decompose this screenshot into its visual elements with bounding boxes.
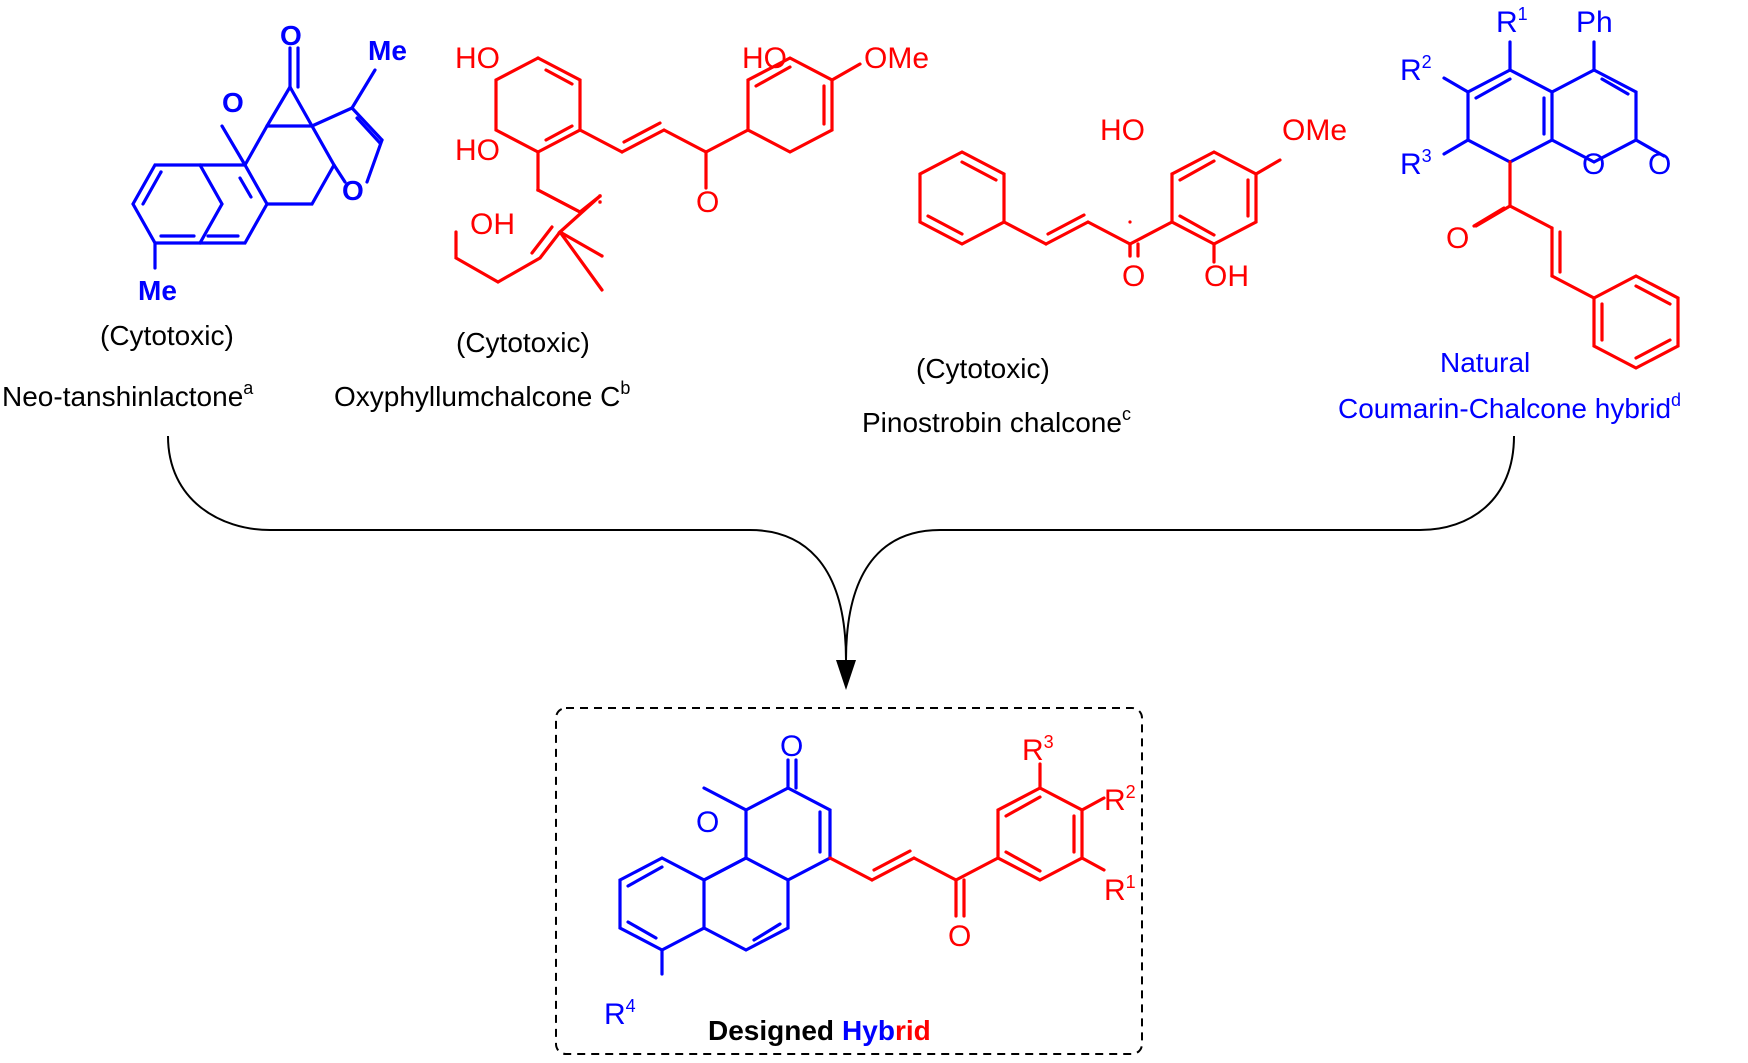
c2-activity: (Cytotoxic): [456, 327, 590, 358]
compound-neo-tanshinlactone: [131, 46, 384, 270]
c2-ho-top: HO: [455, 42, 500, 75]
c3-ketone-o: O: [1122, 260, 1145, 293]
arrow-head: [836, 660, 856, 690]
c4-r3: R3: [1400, 146, 1432, 181]
hybrid-r4: R4: [604, 996, 636, 1031]
compound-oxyphyllumchalcone: [494, 56, 862, 214]
c3-ome: OMe: [1282, 114, 1347, 147]
c2-ho-right: HO: [742, 42, 787, 75]
c1-activity: (Cytotoxic): [100, 320, 234, 351]
c2-oh-chain: OH: [470, 208, 515, 241]
hybrid-lactone-o: O: [780, 730, 803, 763]
c4-ph: Ph: [1576, 6, 1613, 39]
c3-name: Pinostrobin chalconec: [862, 404, 1131, 438]
c1-furan-o: O: [342, 175, 364, 206]
c1-name: Neo-tanshinlactonea: [2, 378, 254, 412]
hybrid-chalcone-part: [828, 762, 1106, 918]
hybrid-ketone-o: O: [948, 920, 971, 953]
c4-name: Coumarin-Chalcone hybridd: [1338, 390, 1681, 424]
c1-me-bottom: Me: [138, 275, 177, 306]
c4-natural: Natural: [1440, 347, 1530, 378]
compound-pinostrobin-chalcone: [918, 150, 1282, 264]
hybrid-r3: R3: [1022, 732, 1054, 767]
c4-ring-o: O: [1582, 148, 1605, 181]
c4-r2: R2: [1400, 52, 1432, 87]
merge-arrow: [167, 435, 1515, 661]
c2-ome: OMe: [864, 42, 929, 75]
hybrid-r1: R1: [1104, 872, 1136, 907]
c3-oh: OH: [1204, 260, 1249, 293]
c3-ho: HO: [1100, 114, 1145, 147]
hybrid-r2: R2: [1104, 782, 1136, 817]
c4-ketone-o: O: [1446, 222, 1469, 255]
c1-carbonyl-o: O: [280, 20, 302, 51]
hybrid-ring-o: O: [696, 806, 719, 839]
c4-r1: R1: [1496, 4, 1528, 39]
c2-name: Oxyphyllumchalcone Cb: [334, 378, 630, 412]
hybrid-box: [555, 707, 1143, 1055]
c4-lactone-o: O: [1648, 148, 1671, 181]
c1-ring-o: O: [222, 87, 244, 118]
c3-activity: (Cytotoxic): [916, 353, 1050, 384]
c1-me-top: Me: [368, 35, 407, 66]
compound-coumarin-chalcone: [1442, 40, 1666, 164]
hybrid-coumarin-core: [618, 758, 832, 976]
c2-ho-mid: HO: [455, 134, 500, 167]
c2-ketone-o: O: [696, 186, 719, 219]
